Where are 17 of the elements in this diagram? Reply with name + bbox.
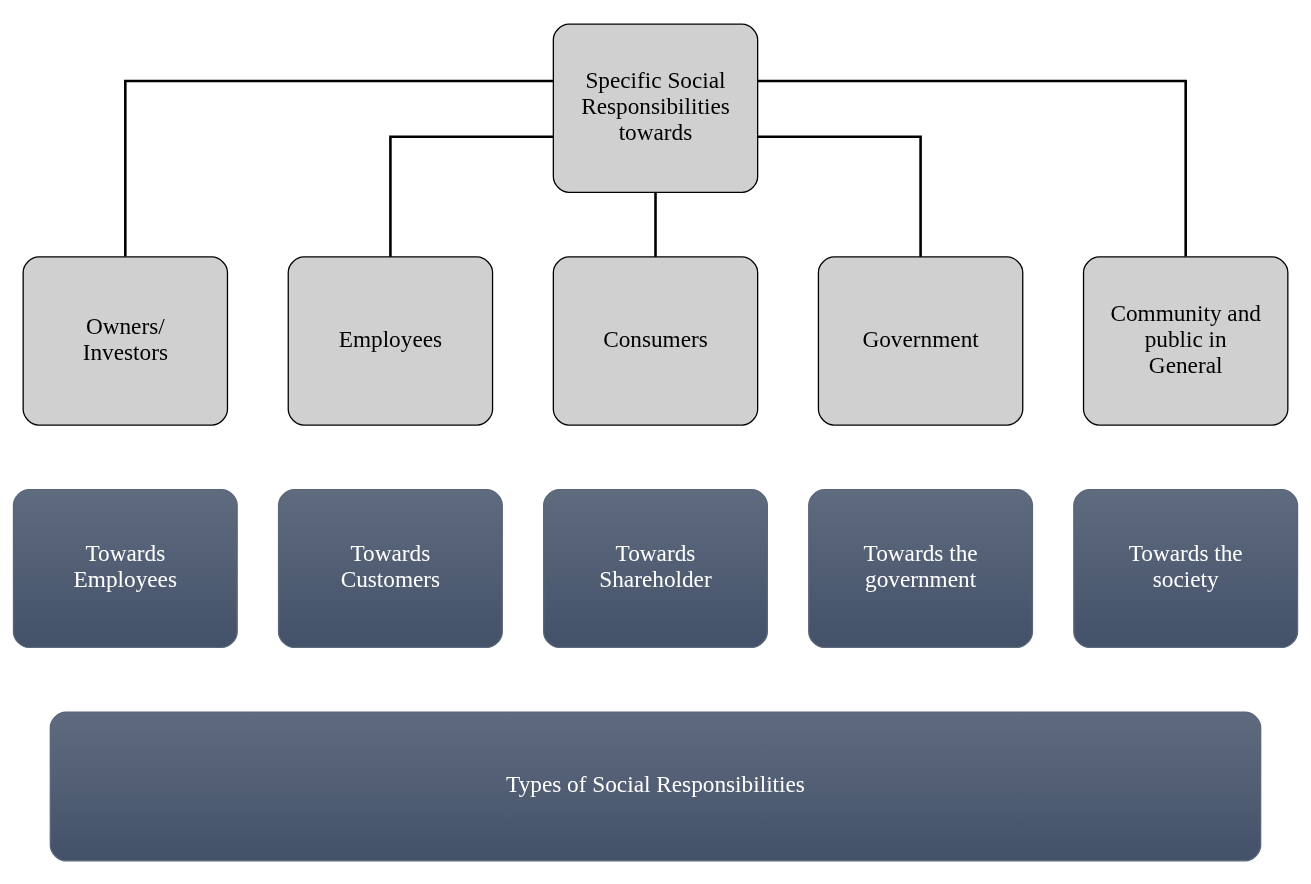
node-box: Towards Employees: [12, 488, 238, 648]
connector: [389, 134, 553, 257]
node-box: Employees: [287, 255, 494, 426]
connector: [758, 134, 922, 257]
node-box: Community and public in General: [1082, 255, 1289, 426]
node-box: Types of Social Responsibilities: [49, 710, 1262, 861]
connector: [654, 192, 657, 257]
node-box: Consumers: [552, 255, 759, 426]
node-box: Towards the government: [808, 488, 1034, 648]
connector: [757, 79, 1187, 257]
node-box: Towards Customers: [277, 488, 503, 648]
node-box: Specific Social Responsibilities towards: [552, 23, 759, 193]
node-box: Towards the society: [1073, 488, 1299, 648]
node-box: Towards Shareholder: [543, 488, 768, 648]
node-box: Government: [817, 255, 1024, 426]
connector: [124, 79, 554, 257]
node-box: Owners/ Investors: [22, 255, 229, 426]
